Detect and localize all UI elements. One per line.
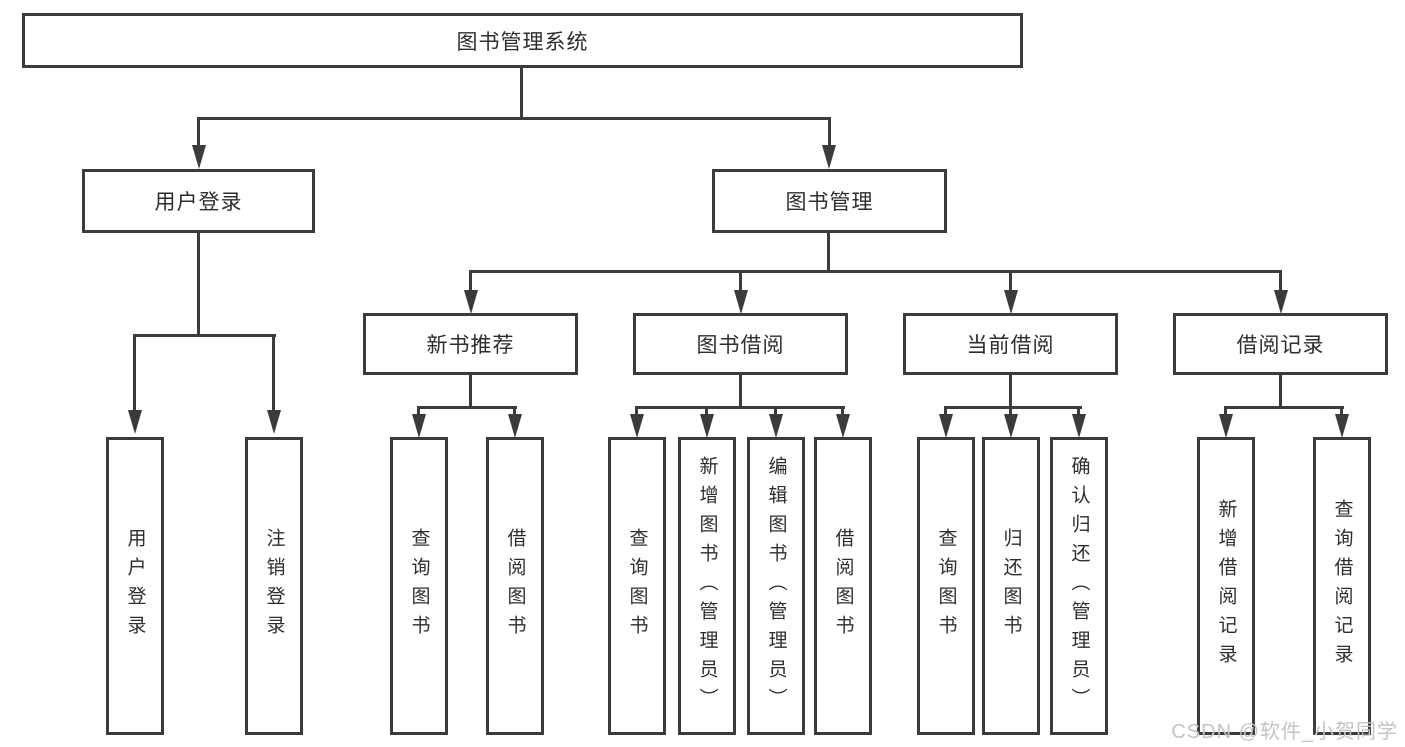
leaf-return-books: 归还图书 <box>982 437 1040 735</box>
connector-level2-rail <box>197 117 831 120</box>
leaf-query-books-2: 查询图书 <box>608 437 666 735</box>
leaf-logout: 注销登录 <box>245 437 303 735</box>
leaf-query-books-1: 查询图书 <box>390 437 448 735</box>
node-borrowing-records-label: 借阅记录 <box>1236 334 1325 357</box>
leaf-borrow-books-1: 借阅图书 <box>486 437 544 735</box>
connector-g2-rail <box>635 406 845 409</box>
connector-g2-stem <box>739 375 742 408</box>
connector-g3-drop1 <box>944 406 947 416</box>
node-new-book-recommend-label: 新书推荐 <box>426 334 515 357</box>
connector-level3-rail <box>469 270 1282 273</box>
connector-g4-drop2 <box>1340 406 1343 416</box>
leaf-add-borrow-record-label: 新增借阅记录 <box>1215 499 1237 673</box>
connector-root-stem <box>520 68 523 118</box>
leaf-edit-books-admin: 编辑图书（管理员） <box>747 437 805 735</box>
arrowhead-icon <box>769 414 783 438</box>
connector-g1-drop2 <box>513 406 516 416</box>
node-new-book-recommend: 新书推荐 <box>363 313 578 375</box>
connector-g4-stem <box>1279 375 1282 408</box>
connector-g1-rail <box>417 406 517 409</box>
connector-g2-drop4 <box>841 406 844 416</box>
arrowhead-icon <box>939 414 953 438</box>
connector-drop-book-borrowing <box>739 270 742 292</box>
connector-drop-current-borrowing <box>1009 270 1012 292</box>
connector-book-management-stem <box>827 233 830 273</box>
connector-drop-new-book-recommend <box>469 270 472 292</box>
leaf-user-login: 用户登录 <box>106 437 164 735</box>
connector-g1-stem <box>469 375 472 408</box>
node-root: 图书管理系统 <box>22 13 1023 68</box>
arrowhead-icon <box>630 414 644 438</box>
node-book-management: 图书管理 <box>712 169 947 233</box>
leaf-borrow-books-1-label: 借阅图书 <box>504 528 526 644</box>
arrowhead-icon <box>1335 414 1349 438</box>
leaf-confirm-return-admin: 确认归还（管理员） <box>1050 437 1108 735</box>
arrowhead-icon <box>836 414 850 438</box>
node-book-management-label: 图书管理 <box>785 191 874 214</box>
leaf-logout-label: 注销登录 <box>263 528 285 644</box>
connector-user-login-stem <box>197 233 200 337</box>
arrowhead-icon <box>734 290 748 314</box>
connector-drop-leaf-user-login <box>133 334 136 412</box>
csdn-watermark: CSDN @软件_小贺同学 <box>1171 721 1398 743</box>
connector-g2-drop3 <box>774 406 777 416</box>
leaf-return-books-label: 归还图书 <box>1000 528 1022 644</box>
leaf-borrow-books-2: 借阅图书 <box>814 437 872 735</box>
leaf-add-books-admin: 新增图书（管理员） <box>678 437 736 735</box>
node-user-login-label: 用户登录 <box>154 191 243 214</box>
connector-user-login-rail <box>133 334 276 337</box>
arrowhead-icon <box>128 410 142 434</box>
connector-g3-drop2 <box>1009 406 1012 416</box>
connector-drop-book-management <box>828 117 831 147</box>
leaf-user-login-label: 用户登录 <box>124 528 146 644</box>
connector-drop-borrowing-records <box>1279 270 1282 292</box>
connector-g3-stem <box>1009 375 1012 408</box>
arrowhead-icon <box>1274 290 1288 314</box>
arrowhead-icon <box>508 414 522 438</box>
arrowhead-icon <box>700 414 714 438</box>
leaf-query-books-3-label: 查询图书 <box>935 528 957 644</box>
leaf-query-books-3: 查询图书 <box>917 437 975 735</box>
leaf-edit-books-admin-label: 编辑图书（管理员） <box>765 455 787 717</box>
connector-g2-drop1 <box>635 406 638 416</box>
node-user-login: 用户登录 <box>82 169 315 233</box>
leaf-query-books-2-label: 查询图书 <box>626 528 648 644</box>
node-current-borrowing: 当前借阅 <box>903 313 1118 375</box>
node-book-borrowing-label: 图书借阅 <box>696 334 785 357</box>
arrowhead-icon <box>1219 414 1233 438</box>
leaf-confirm-return-admin-label: 确认归还（管理员） <box>1068 455 1090 717</box>
connector-g4-drop1 <box>1224 406 1227 416</box>
connector-g3-rail <box>944 406 1082 409</box>
arrowhead-icon <box>1072 414 1086 438</box>
connector-g1-drop1 <box>417 406 420 416</box>
leaf-add-borrow-record: 新增借阅记录 <box>1197 437 1255 735</box>
connector-drop-user-login <box>197 117 200 147</box>
arrowhead-icon <box>1004 414 1018 438</box>
connector-drop-leaf-logout <box>272 334 275 412</box>
arrowhead-icon <box>267 410 281 434</box>
arrowhead-icon <box>192 145 206 169</box>
node-current-borrowing-label: 当前借阅 <box>966 334 1055 357</box>
arrowhead-icon <box>822 145 836 169</box>
connector-g3-drop3 <box>1077 406 1080 416</box>
node-book-borrowing: 图书借阅 <box>633 313 848 375</box>
node-root-label: 图书管理系统 <box>456 30 589 54</box>
arrowhead-icon <box>464 290 478 314</box>
leaf-borrow-books-2-label: 借阅图书 <box>832 528 854 644</box>
leaf-add-books-admin-label: 新增图书（管理员） <box>696 455 718 717</box>
connector-g2-drop2 <box>705 406 708 416</box>
leaf-query-borrow-record-label: 查询借阅记录 <box>1331 499 1353 673</box>
arrowhead-icon <box>1004 290 1018 314</box>
leaf-query-borrow-record: 查询借阅记录 <box>1313 437 1371 735</box>
node-borrowing-records: 借阅记录 <box>1173 313 1388 375</box>
connector-g4-rail <box>1224 406 1344 409</box>
arrowhead-icon <box>412 414 426 438</box>
leaf-query-books-1-label: 查询图书 <box>408 528 430 644</box>
